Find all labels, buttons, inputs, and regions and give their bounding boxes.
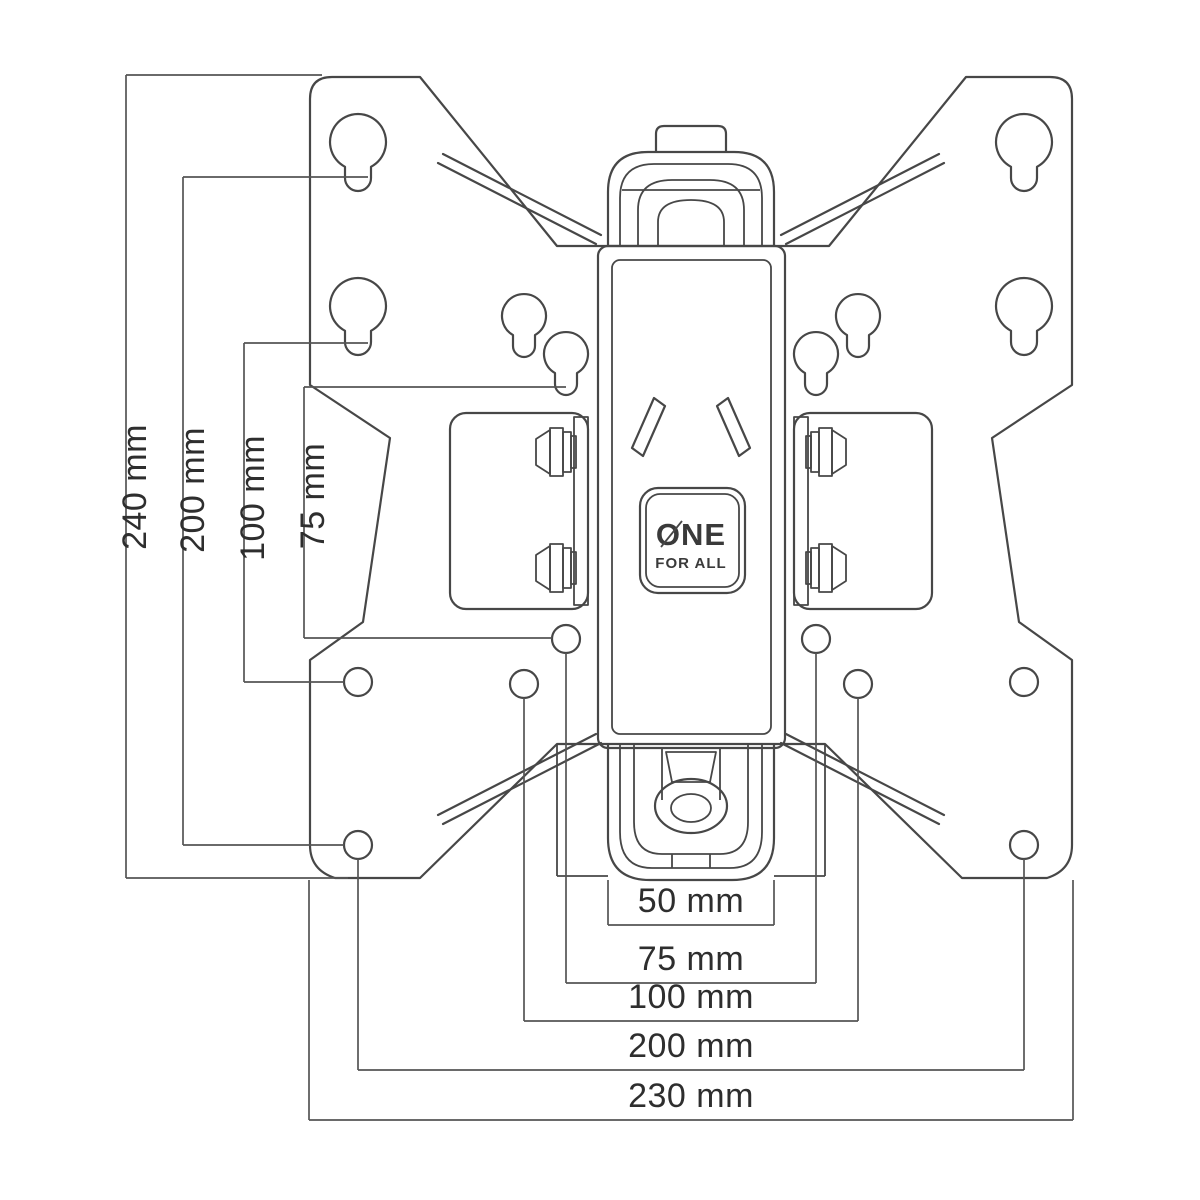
- keyhole-slot-top-right-2: [994, 276, 1054, 357]
- dim-line-50mm: [607, 880, 775, 926]
- vesa-plate-outline: [596, 244, 787, 750]
- tv-bolt-right-bottom: [805, 543, 847, 593]
- wall-plate: [308, 75, 1074, 880]
- arm-slot-upper-left: [436, 152, 603, 246]
- vertical-dimensions: 240 mm 200 mm 100 mm 75 mm: [116, 74, 566, 879]
- tv-bolt-left-bottom: [535, 543, 577, 593]
- arm-slot-upper-right: [779, 152, 946, 246]
- cable-slot-left: [630, 396, 667, 458]
- latch-lever: [653, 748, 729, 835]
- bracket-right-flange: [793, 416, 809, 606]
- logo-badge-inner: [645, 493, 740, 588]
- dim-label-50mm: 50 mm: [638, 882, 744, 920]
- logo-badge-outer: [638, 486, 747, 595]
- arm-slot-lower-left: [436, 732, 603, 826]
- dim-label-75mm-vertical: 75 mm: [294, 443, 332, 549]
- vesa-keyhole-left-2: [542, 330, 590, 397]
- dim-label-230mm: 230 mm: [628, 1077, 754, 1115]
- dim-label-200mm-vertical: 200 mm: [174, 427, 212, 553]
- logo-word: ONE: [656, 517, 726, 552]
- keyhole-slot-top-left-1: [328, 112, 388, 193]
- vesa-hole-right-75: [800, 623, 832, 655]
- dim-line-75mm-horizontal: [565, 653, 817, 984]
- tv-bolt-left-top: [535, 427, 577, 477]
- tv-bolt-right-top: [805, 427, 847, 477]
- vesa-hole-right-100: [842, 668, 874, 700]
- bottom-latch-housing: [556, 744, 826, 882]
- mounting-hole-left-mid: [342, 666, 374, 698]
- vesa-keyhole-left-1: [500, 292, 548, 359]
- top-hook-housing: [606, 124, 776, 246]
- dim-label-240mm: 240 mm: [116, 424, 154, 550]
- bolt-bracket-left: [448, 411, 590, 611]
- mounting-hole-right-mid: [1008, 666, 1040, 698]
- logo-slash-icon: [660, 520, 683, 548]
- dim-line-100mm-vertical: [243, 342, 368, 683]
- wall-plate-outline: [308, 75, 1074, 880]
- mounting-hole-right-bottom: [1008, 829, 1040, 861]
- dim-line-230mm: [308, 880, 1074, 1121]
- one-for-all-logo: ONE FOR ALL: [638, 486, 747, 595]
- dim-line-240mm: [125, 74, 348, 879]
- dim-line-200mm-vertical: [182, 176, 368, 846]
- dim-label-100mm-horizontal: 100 mm: [628, 978, 754, 1016]
- cable-slot-right: [715, 396, 752, 458]
- bracket-left-flange: [573, 416, 589, 606]
- bolt-bracket-right: [792, 411, 934, 611]
- vesa-keyhole-right-1: [834, 292, 882, 359]
- dim-line-200mm-horizontal: [357, 859, 1025, 1071]
- keyhole-slot-top-left-2: [328, 276, 388, 357]
- horizontal-dimensions: 50 mm 75 mm 100 mm 200 mm 230 mm: [308, 653, 1074, 1121]
- dim-label-200mm-horizontal: 200 mm: [628, 1027, 754, 1065]
- vesa-plate-inner-edge: [611, 259, 772, 735]
- arm-slot-lower-right: [779, 732, 946, 826]
- logo-tagline: FOR ALL: [655, 555, 726, 572]
- dim-label-100mm-vertical: 100 mm: [234, 435, 272, 561]
- mounting-hole-left-bottom: [342, 829, 374, 861]
- bracket-left-body: [448, 411, 590, 611]
- vesa-hole-left-75: [550, 623, 582, 655]
- dim-line-100mm-horizontal: [523, 698, 859, 1022]
- vesa-plate: [436, 152, 946, 826]
- top-hook-tab: [654, 124, 728, 152]
- dim-line-75mm-vertical: [303, 386, 566, 639]
- dim-label-75mm-horizontal: 75 mm: [638, 940, 744, 978]
- vesa-hole-left-100: [508, 668, 540, 700]
- keyhole-slot-top-right-1: [994, 112, 1054, 193]
- vesa-keyhole-right-2: [792, 330, 840, 397]
- bracket-right-body: [792, 411, 934, 611]
